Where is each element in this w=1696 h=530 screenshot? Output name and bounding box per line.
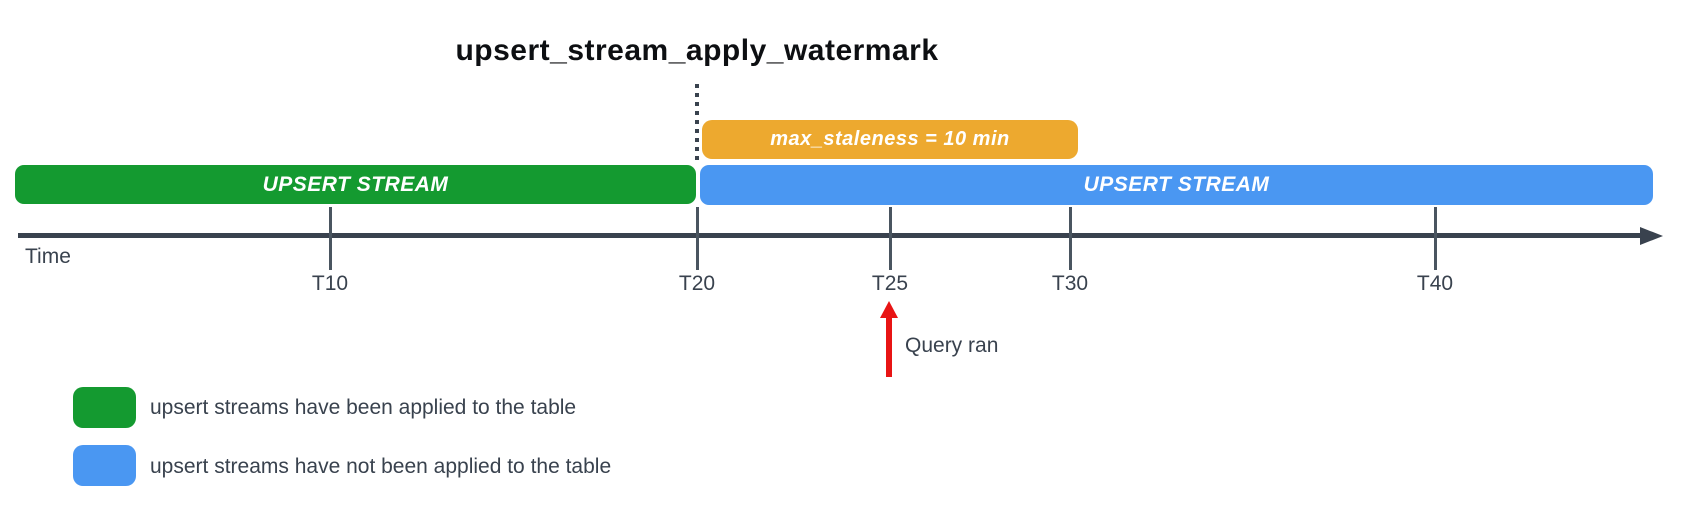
tick-t30 bbox=[1069, 207, 1072, 270]
tick-t25 bbox=[889, 207, 892, 270]
max-staleness-bar-label: max_staleness = 10 min bbox=[770, 128, 1010, 150]
query-ran-arrow-icon bbox=[880, 301, 898, 318]
query-ran-arrow-shaft bbox=[886, 314, 892, 377]
tick-label-t30: T30 bbox=[1051, 272, 1089, 295]
time-axis-label: Time bbox=[25, 245, 71, 268]
tick-t40 bbox=[1434, 207, 1437, 270]
tick-label-t25: T25 bbox=[871, 272, 909, 295]
applied-upsert-stream-bar: UPSERT STREAM bbox=[15, 165, 696, 204]
unapplied-upsert-stream-bar-label: UPSERT STREAM bbox=[1083, 173, 1270, 196]
tick-label-t10: T10 bbox=[311, 272, 349, 295]
tick-t20 bbox=[696, 207, 699, 270]
max-staleness-bar: max_staleness = 10 min bbox=[702, 120, 1078, 159]
legend-swatch-unapplied bbox=[73, 445, 136, 486]
time-axis-arrowhead-icon bbox=[1640, 227, 1663, 245]
tick-t10 bbox=[329, 207, 332, 270]
tick-label-t40: T40 bbox=[1416, 272, 1454, 295]
legend-label-unapplied: upsert streams have not been applied to … bbox=[150, 455, 612, 478]
applied-upsert-stream-bar-label: UPSERT STREAM bbox=[262, 172, 449, 196]
time-axis-line bbox=[18, 233, 1646, 238]
legend-swatch-applied bbox=[73, 387, 136, 428]
tick-label-t20: T20 bbox=[678, 272, 716, 295]
legend-label-applied: upsert streams have been applied to the … bbox=[150, 396, 577, 419]
watermark-dashed-line bbox=[695, 84, 699, 164]
query-ran-label: Query ran bbox=[905, 334, 999, 357]
diagram-title: upsert_stream_apply_watermark bbox=[455, 34, 939, 67]
unapplied-upsert-stream-bar: UPSERT STREAM bbox=[700, 165, 1653, 205]
